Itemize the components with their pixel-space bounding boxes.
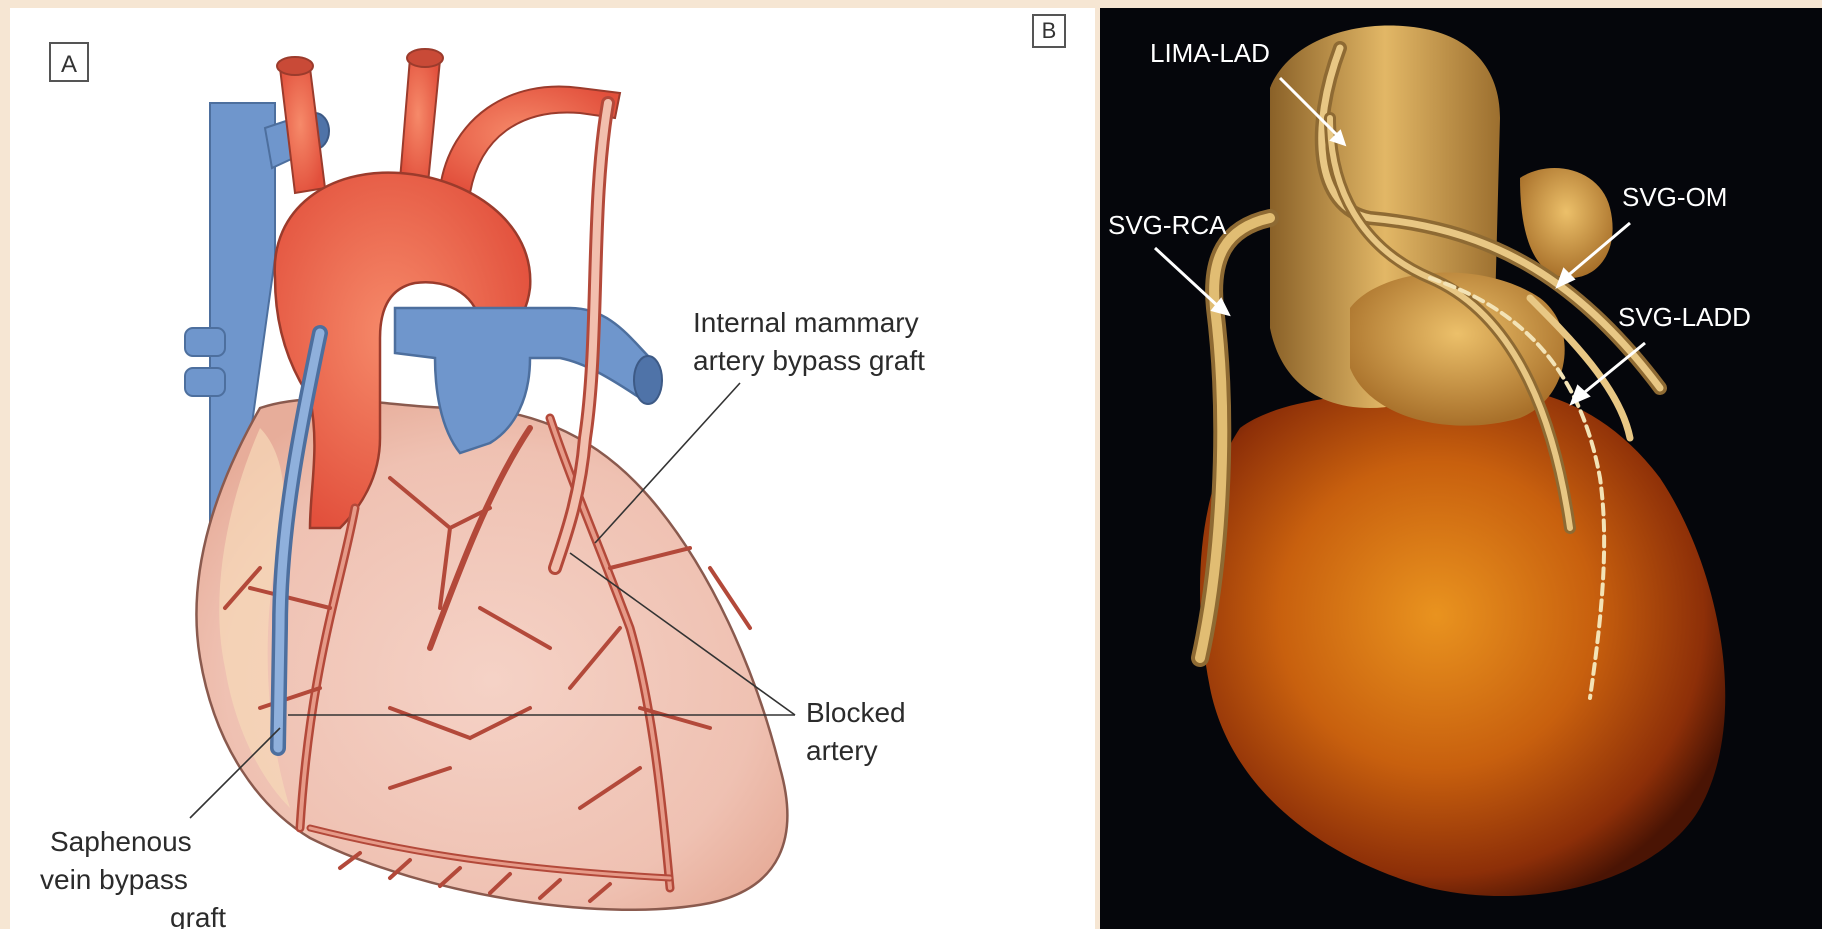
ct-ventricles (1200, 386, 1725, 896)
label-saphenous-2: vein bypass (40, 864, 188, 895)
label-svg-ladd: SVG-LADD (1618, 302, 1751, 332)
label-blocked-artery-2: artery (806, 735, 878, 766)
panel-b-ct-rendering: LIMA-LAD SVG-RCA SVG-OM SVG-LADD (1100, 8, 1822, 929)
label-lima-lad: LIMA-LAD (1150, 38, 1270, 68)
panel-a-illustration: A (10, 8, 1095, 929)
svg-text:A: A (61, 51, 77, 78)
label-internal-mammary-2: artery bypass graft (693, 345, 925, 376)
label-blocked-artery-1: Blocked (806, 697, 906, 728)
aortic-branches (277, 49, 620, 193)
label-saphenous-3: graft (170, 902, 226, 929)
heart-illustration: A (10, 8, 1095, 929)
panel-a-tag: A (50, 43, 88, 81)
label-internal-mammary-1: Internal mammary (693, 307, 919, 338)
ct-heart-rendering: LIMA-LAD SVG-RCA SVG-OM SVG-LADD (1100, 8, 1822, 929)
panel-b-tag-box: B (1032, 14, 1066, 48)
label-saphenous-1: Saphenous (50, 826, 192, 857)
label-svg-om: SVG-OM (1622, 182, 1727, 212)
panel-b-tag-label: B (1042, 18, 1057, 43)
label-svg-rca: SVG-RCA (1108, 210, 1227, 240)
